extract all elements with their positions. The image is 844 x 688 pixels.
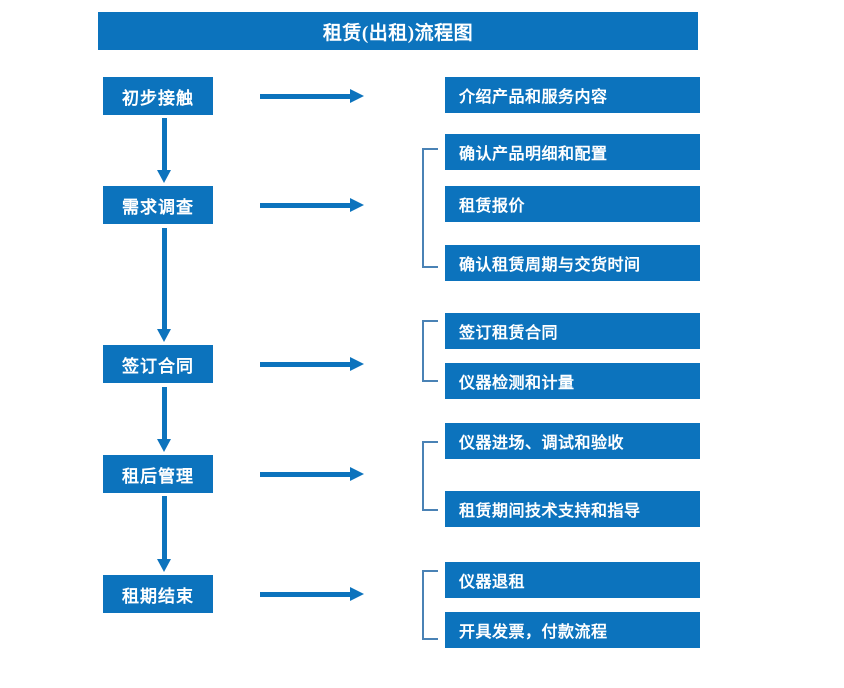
detail-box-4-2[interactable]: 租赁期间技术支持和指导 bbox=[445, 491, 700, 527]
stage-box-4[interactable]: 租后管理 bbox=[103, 455, 213, 493]
arrow-down-icon-4 bbox=[157, 496, 171, 572]
arrow-down-icon-3 bbox=[157, 387, 171, 452]
arrow-right-icon-1 bbox=[260, 89, 364, 103]
group-bracket-icon-4 bbox=[422, 441, 438, 511]
arrow-right-icon-2 bbox=[260, 198, 364, 212]
detail-box-4-1[interactable]: 仪器进场、调试和验收 bbox=[445, 423, 700, 459]
detail-box-2-3[interactable]: 确认租赁周期与交货时间 bbox=[445, 245, 700, 281]
stage-box-5[interactable]: 租期结束 bbox=[103, 575, 213, 613]
arrow-right-icon-4 bbox=[260, 467, 364, 481]
arrow-right-icon-3 bbox=[260, 357, 364, 371]
stage-box-3[interactable]: 签订合同 bbox=[103, 345, 213, 383]
detail-box-3-1[interactable]: 签订租赁合同 bbox=[445, 313, 700, 349]
flowchart-title: 租赁(出租)流程图 bbox=[98, 12, 698, 50]
detail-box-5-2[interactable]: 开具发票，付款流程 bbox=[445, 612, 700, 648]
detail-box-3-2[interactable]: 仪器检测和计量 bbox=[445, 363, 700, 399]
stage-box-2[interactable]: 需求调查 bbox=[103, 186, 213, 224]
detail-box-2-2[interactable]: 租赁报价 bbox=[445, 186, 700, 222]
group-bracket-icon-3 bbox=[422, 320, 438, 382]
arrow-down-icon-2 bbox=[157, 228, 171, 342]
arrow-right-icon-5 bbox=[260, 587, 364, 601]
stage-box-1[interactable]: 初步接触 bbox=[103, 77, 213, 115]
group-bracket-icon-2 bbox=[422, 148, 438, 268]
detail-box-1-1[interactable]: 介绍产品和服务内容 bbox=[445, 77, 700, 113]
group-bracket-icon-5 bbox=[422, 570, 438, 640]
detail-box-5-1[interactable]: 仪器退租 bbox=[445, 562, 700, 598]
arrow-down-icon-1 bbox=[157, 118, 171, 183]
detail-box-2-1[interactable]: 确认产品明细和配置 bbox=[445, 134, 700, 170]
